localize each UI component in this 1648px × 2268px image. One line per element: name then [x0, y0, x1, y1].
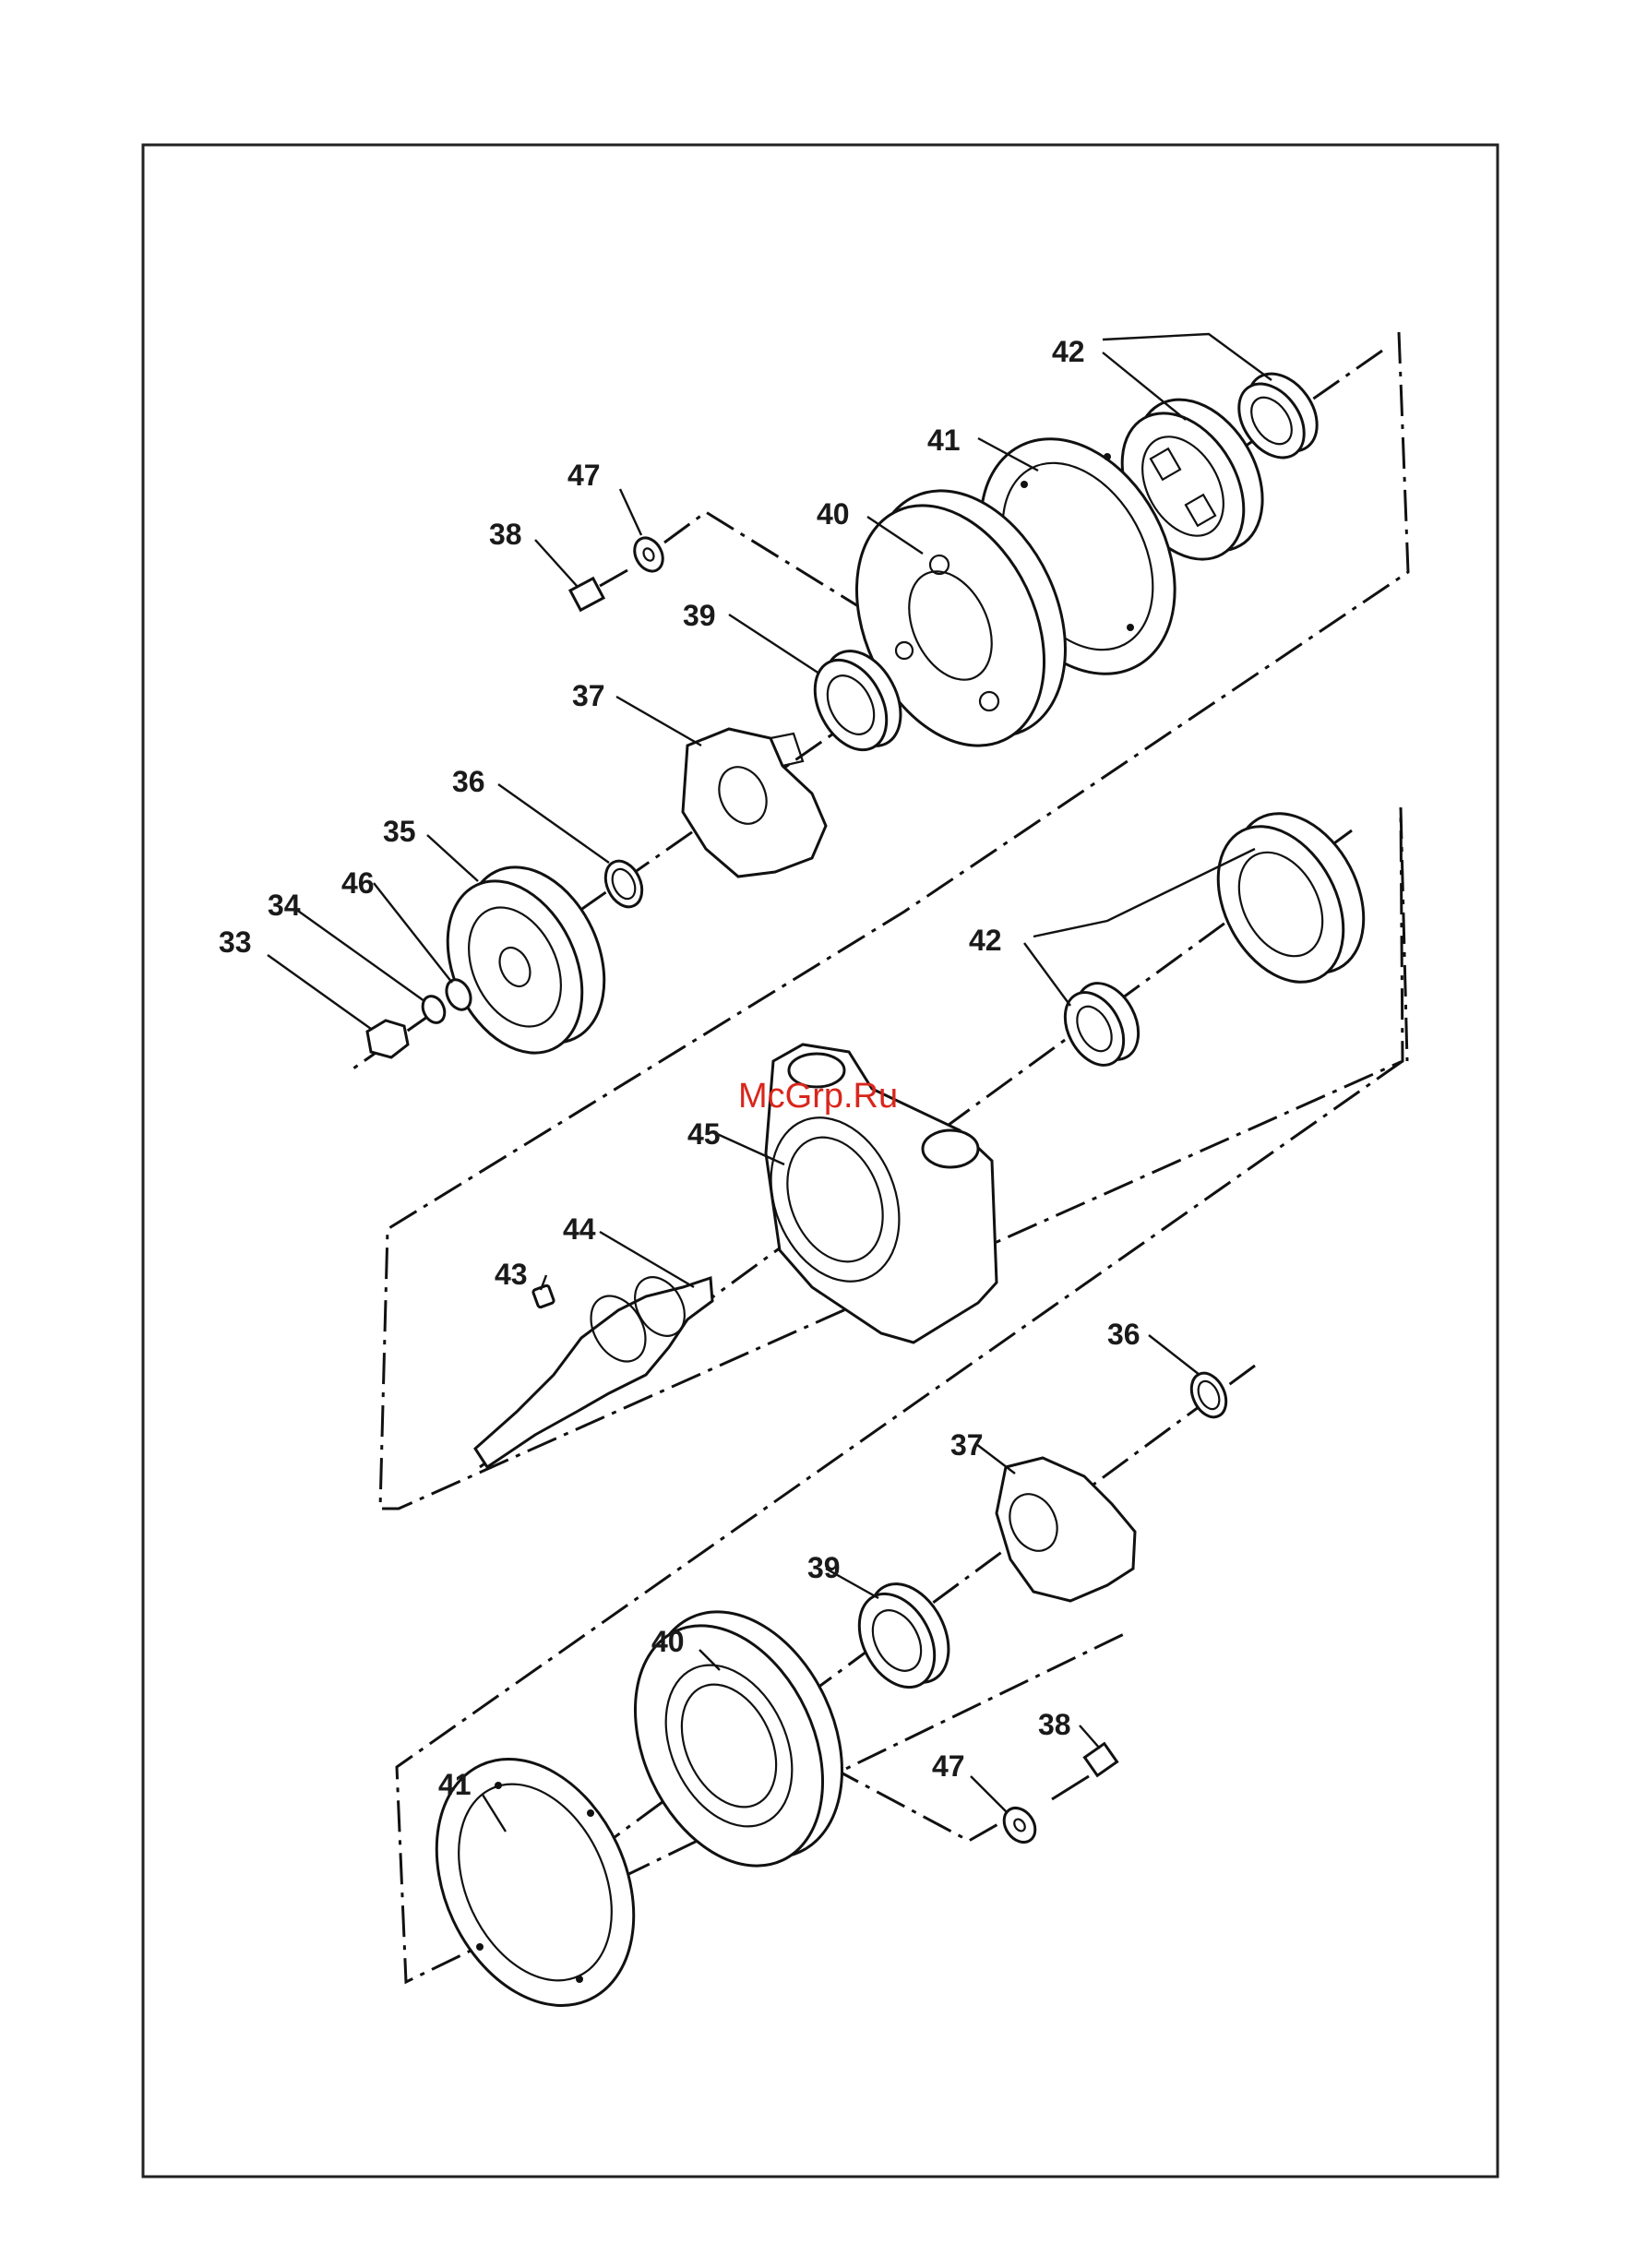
- part-42-roller-bearing-mid: [1193, 792, 1390, 1004]
- callout-38-bot: 38: [1038, 1708, 1071, 1741]
- callout-47-bot: 47: [932, 1749, 965, 1783]
- part-36-clip-top: [599, 855, 650, 913]
- callout-42-mid: 42: [969, 924, 1002, 957]
- callout-45: 45: [687, 1117, 721, 1151]
- callout-33: 33: [219, 925, 252, 959]
- part-38-bolt-top: [570, 570, 627, 610]
- callout-39-bot: 39: [807, 1551, 841, 1584]
- part-37-cam-bottom: [997, 1458, 1135, 1601]
- part-44-shaft: [475, 1269, 712, 1467]
- watermark: McGrp.Ru: [738, 1077, 898, 1116]
- part-33-nut: [367, 1021, 408, 1057]
- callout-37-bot: 37: [950, 1428, 984, 1462]
- callout-35: 35: [383, 815, 416, 848]
- callout-39-top: 39: [683, 599, 716, 632]
- callout-38-top: 38: [489, 518, 522, 551]
- callout-40-top: 40: [817, 497, 850, 531]
- callout-43: 43: [495, 1258, 528, 1291]
- part-40-flange-bottom: [599, 1581, 880, 1896]
- callout-41-bot: 41: [438, 1768, 472, 1801]
- part-43-key: [532, 1285, 555, 1308]
- callout-42-top: 42: [1052, 335, 1085, 368]
- part-38-bolt-bottom: [1052, 1744, 1117, 1799]
- part-47-washer-top: [629, 533, 669, 577]
- callout-41-top: 41: [927, 424, 961, 457]
- callout-34: 34: [268, 889, 301, 922]
- callout-36-bot: 36: [1107, 1318, 1140, 1351]
- callout-37-top: 37: [572, 679, 605, 712]
- callout-40-bot: 40: [651, 1625, 685, 1658]
- part-37-cam-top: [683, 729, 826, 877]
- part-35-pulley: [422, 845, 631, 1075]
- part-36-clip-bottom: [1185, 1367, 1233, 1423]
- callout-36-top: 36: [452, 765, 485, 798]
- callout-47-top: 47: [567, 459, 601, 492]
- callout-44: 44: [563, 1212, 596, 1246]
- callout-46: 46: [341, 866, 375, 900]
